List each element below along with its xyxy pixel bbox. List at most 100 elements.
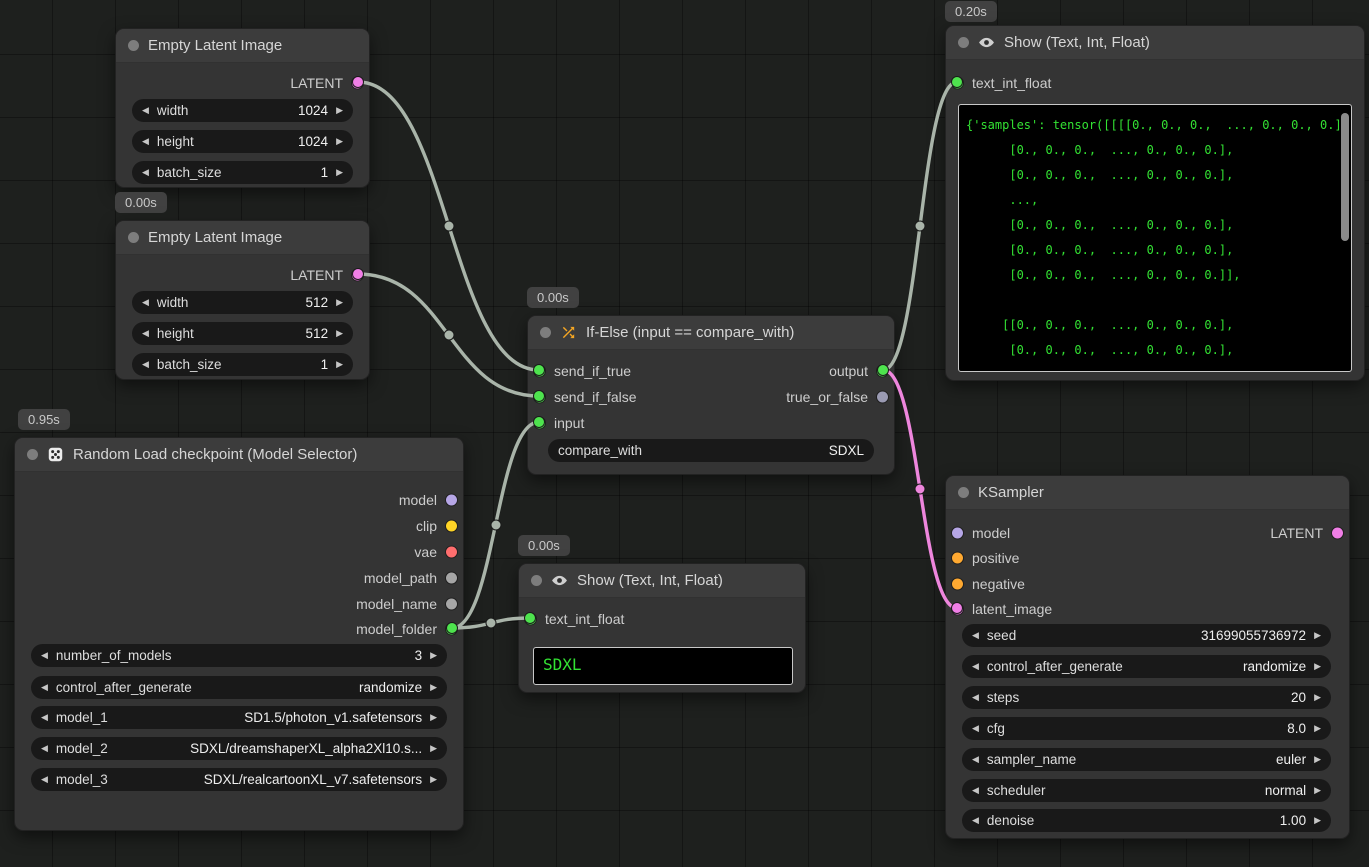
node-header[interactable]: Empty Latent Image: [116, 221, 369, 255]
arrow-right-icon[interactable]: ▶: [430, 682, 437, 692]
node-if-else[interactable]: If-Else (input == compare_with) send_if_…: [527, 315, 895, 475]
clip-output-port[interactable]: [446, 520, 457, 532]
arrow-left-icon[interactable]: ◀: [142, 136, 149, 146]
collapse-dot-icon[interactable]: [128, 40, 139, 51]
node-header[interactable]: Show (Text, Int, Float): [519, 564, 805, 598]
arrow-left-icon[interactable]: ◀: [41, 774, 48, 784]
arrow-left-icon[interactable]: ◀: [972, 630, 979, 640]
send-if-true-input-port[interactable]: [534, 365, 545, 377]
arrow-left-icon[interactable]: ◀: [142, 297, 149, 307]
widget-model-3[interactable]: ◀ model_3 SDXL/realcartoonXL_v7.safetens…: [31, 768, 447, 791]
arrow-left-icon[interactable]: ◀: [972, 692, 979, 702]
widget-control-after-generate[interactable]: ◀ control_after_generate randomize ▶: [31, 676, 447, 699]
latent-output-port[interactable]: [352, 269, 363, 281]
widget-batch-size[interactable]: ◀ batch_size 1 ▶: [132, 353, 353, 376]
node-header[interactable]: If-Else (input == compare_with): [528, 316, 894, 350]
node-ksampler[interactable]: KSampler model LATENT positive negative …: [945, 475, 1350, 839]
arrow-right-icon[interactable]: ▶: [336, 167, 343, 177]
model-output-port[interactable]: [446, 494, 457, 506]
widget-model-2[interactable]: ◀ model_2 SDXL/dreamshaperXL_alpha2Xl10.…: [31, 737, 447, 760]
widget-batch-size[interactable]: ◀ batch_size 1 ▶: [132, 161, 353, 184]
widget-steps[interactable]: ◀ steps 20 ▶: [962, 686, 1331, 709]
arrow-left-icon[interactable]: ◀: [972, 661, 979, 671]
scrollbar-thumb[interactable]: [1341, 113, 1349, 241]
node-header[interactable]: Random Load checkpoint (Model Selector): [15, 438, 463, 472]
vae-output-port[interactable]: [446, 546, 457, 558]
arrow-right-icon[interactable]: ▶: [1314, 815, 1321, 825]
node-show-text-small[interactable]: Show (Text, Int, Float) text_int_float S…: [518, 563, 806, 693]
arrow-right-icon[interactable]: ▶: [1314, 661, 1321, 671]
model-folder-output-port[interactable]: [446, 623, 457, 635]
text-int-float-input-port[interactable]: [952, 77, 963, 89]
model-name-output-port[interactable]: [446, 598, 457, 610]
node-empty-latent-image-2[interactable]: Empty Latent Image LATENT ◀ width 512 ▶ …: [115, 220, 370, 380]
arrow-right-icon[interactable]: ▶: [1314, 723, 1321, 733]
widget-sampler-name[interactable]: ◀ sampler_name euler ▶: [962, 748, 1331, 771]
arrow-left-icon[interactable]: ◀: [972, 723, 979, 733]
output-output-port[interactable]: [877, 365, 888, 377]
arrow-left-icon[interactable]: ◀: [142, 105, 149, 115]
latent-output-port[interactable]: [352, 77, 363, 89]
node-header[interactable]: Empty Latent Image: [116, 29, 369, 63]
arrow-right-icon[interactable]: ▶: [336, 105, 343, 115]
arrow-right-icon[interactable]: ▶: [1314, 630, 1321, 640]
collapse-dot-icon[interactable]: [540, 327, 551, 338]
input-input-port[interactable]: [534, 417, 545, 429]
widget-height[interactable]: ◀ height 512 ▶: [132, 322, 353, 345]
arrow-left-icon[interactable]: ◀: [41, 682, 48, 692]
widget-height[interactable]: ◀ height 1024 ▶: [132, 130, 353, 153]
widget-denoise[interactable]: ◀ denoise 1.00 ▶: [962, 809, 1331, 832]
true-or-false-output-port[interactable]: [877, 391, 888, 403]
widget-scheduler[interactable]: ◀ scheduler normal ▶: [962, 779, 1331, 802]
arrow-right-icon[interactable]: ▶: [1314, 785, 1321, 795]
arrow-left-icon[interactable]: ◀: [41, 650, 48, 660]
widget-model-1[interactable]: ◀ model_1 SD1.5/photon_v1.safetensors ▶: [31, 706, 447, 729]
text-int-float-input-port[interactable]: [525, 613, 536, 625]
negative-input-port[interactable]: [952, 578, 963, 590]
arrow-right-icon[interactable]: ▶: [430, 743, 437, 753]
collapse-dot-icon[interactable]: [531, 575, 542, 586]
arrow-left-icon[interactable]: ◀: [972, 754, 979, 764]
widget-compare-with[interactable]: compare_with SDXL: [548, 439, 874, 462]
arrow-left-icon[interactable]: ◀: [972, 785, 979, 795]
arrow-left-icon[interactable]: ◀: [41, 743, 48, 753]
arrow-right-icon[interactable]: ▶: [1314, 692, 1321, 702]
collapse-dot-icon[interactable]: [958, 37, 969, 48]
model-path-output-port[interactable]: [446, 572, 457, 584]
show-text-output[interactable]: {'samples': tensor([[[[0., 0., 0., ..., …: [958, 104, 1352, 372]
arrow-right-icon[interactable]: ▶: [336, 297, 343, 307]
node-header[interactable]: Show (Text, Int, Float): [946, 26, 1364, 60]
arrow-left-icon[interactable]: ◀: [142, 359, 149, 369]
arrow-right-icon[interactable]: ▶: [430, 774, 437, 784]
show-text-output[interactable]: SDXL: [533, 647, 793, 685]
arrow-left-icon[interactable]: ◀: [142, 328, 149, 338]
widget-seed[interactable]: ◀ seed 31699055736972 ▶: [962, 624, 1331, 647]
widget-control-after-generate[interactable]: ◀ control_after_generate randomize ▶: [962, 655, 1331, 678]
node-header[interactable]: KSampler: [946, 476, 1349, 510]
collapse-dot-icon[interactable]: [27, 449, 38, 460]
arrow-right-icon[interactable]: ▶: [336, 136, 343, 146]
arrow-right-icon[interactable]: ▶: [430, 650, 437, 660]
latent-output-port[interactable]: [1332, 527, 1343, 539]
arrow-left-icon[interactable]: ◀: [142, 167, 149, 177]
widget-width[interactable]: ◀ width 1024 ▶: [132, 99, 353, 122]
arrow-right-icon[interactable]: ▶: [1314, 754, 1321, 764]
positive-input-port[interactable]: [952, 552, 963, 564]
node-empty-latent-image-1[interactable]: Empty Latent Image LATENT ◀ width 1024 ▶…: [115, 28, 370, 188]
arrow-right-icon[interactable]: ▶: [430, 712, 437, 722]
arrow-right-icon[interactable]: ▶: [336, 328, 343, 338]
widget-width[interactable]: ◀ width 512 ▶: [132, 291, 353, 314]
arrow-left-icon[interactable]: ◀: [41, 712, 48, 722]
node-show-text-big[interactable]: Show (Text, Int, Float) text_int_float {…: [945, 25, 1365, 381]
widget-number-of-models[interactable]: ◀ number_of_models 3 ▶: [31, 644, 447, 667]
model-input-port[interactable]: [952, 527, 963, 539]
send-if-false-input-port[interactable]: [534, 391, 545, 403]
collapse-dot-icon[interactable]: [958, 487, 969, 498]
widget-cfg[interactable]: ◀ cfg 8.0 ▶: [962, 717, 1331, 740]
arrow-right-icon[interactable]: ▶: [336, 359, 343, 369]
node-random-load-checkpoint[interactable]: Random Load checkpoint (Model Selector) …: [14, 437, 464, 831]
collapse-dot-icon[interactable]: [128, 232, 139, 243]
arrow-left-icon[interactable]: ◀: [972, 815, 979, 825]
latent-image-input-port[interactable]: [952, 603, 963, 615]
